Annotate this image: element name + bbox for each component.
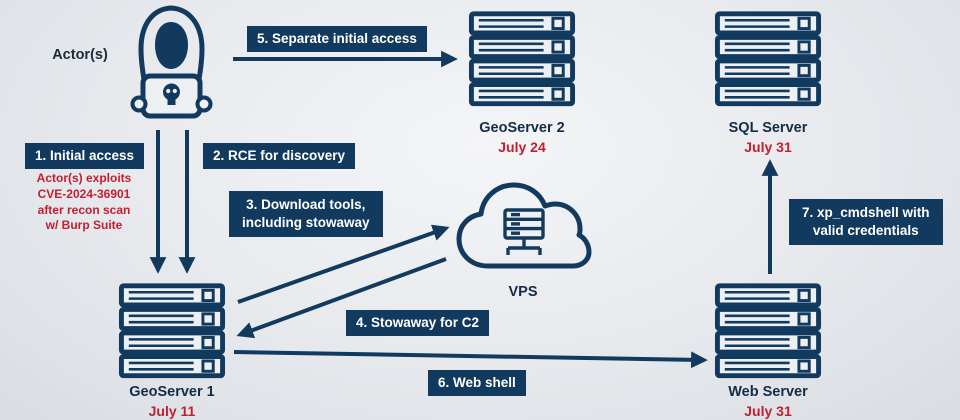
step5-label: 5. Separate initial access bbox=[247, 26, 427, 52]
geoserver1-label: GeoServer 1 bbox=[129, 384, 215, 400]
arrow-step6-web-shell bbox=[233, 350, 708, 369]
step3-label: 3. Download tools, including stowaway bbox=[229, 191, 383, 237]
step6-label: 6. Web shell bbox=[428, 370, 526, 396]
geoserver2-icon bbox=[471, 14, 572, 104]
step7-line2: valid credentials bbox=[812, 222, 919, 238]
actor-label: Actor(s) bbox=[52, 47, 108, 63]
node-web-server: Web Server July 31 bbox=[698, 384, 838, 419]
web-server-icon bbox=[717, 286, 818, 376]
sql-server-label: SQL Server bbox=[728, 120, 808, 136]
geoserver1-date: July 11 bbox=[148, 403, 196, 419]
node-geoserver1: GeoServer 1 July 11 bbox=[102, 384, 242, 419]
node-geoserver2: GeoServer 2 July 24 bbox=[452, 120, 592, 155]
arrow-geoserver1-to-vps bbox=[237, 224, 450, 304]
exploit-note-line2: CVE-2024-36901 bbox=[37, 186, 131, 201]
exploit-note-line1: Actor(s) exploits bbox=[36, 171, 132, 185]
step3-line1: 3. Download tools, bbox=[246, 197, 366, 212]
step7-line1: 7. xp_cmdshell with bbox=[802, 205, 930, 220]
node-vps: VPS bbox=[453, 284, 593, 300]
hacker-actor-icon bbox=[130, 5, 213, 119]
step3-line2: including stowaway bbox=[242, 214, 370, 230]
sql-server-date: July 31 bbox=[744, 139, 792, 155]
sql-server-icon bbox=[717, 14, 818, 104]
web-server-date: July 31 bbox=[744, 403, 792, 419]
web-server-label: Web Server bbox=[728, 384, 808, 400]
exploit-note: Actor(s) exploits CVE-2024-36901 after r… bbox=[14, 171, 154, 234]
arrow-vps-to-geoserver1 bbox=[236, 257, 447, 339]
exploit-note-line4: w/ Burp Suite bbox=[45, 218, 123, 233]
step2-label: 2. RCE for discovery bbox=[203, 143, 356, 169]
step1-label: 1. Initial access bbox=[25, 143, 145, 169]
step7-label: 7. xp_cmdshell with valid credentials bbox=[789, 199, 943, 245]
vps-label: VPS bbox=[508, 284, 538, 300]
geoserver2-date: July 24 bbox=[498, 139, 546, 155]
vps-cloud-icon bbox=[456, 182, 592, 269]
geoserver2-label: GeoServer 2 bbox=[479, 120, 565, 136]
exploit-note-line3: after recon scan bbox=[37, 202, 131, 217]
step4-label: 4. Stowaway for C2 bbox=[346, 310, 490, 336]
geoserver1-icon bbox=[121, 286, 222, 376]
node-sql-server: SQL Server July 31 bbox=[698, 120, 838, 155]
